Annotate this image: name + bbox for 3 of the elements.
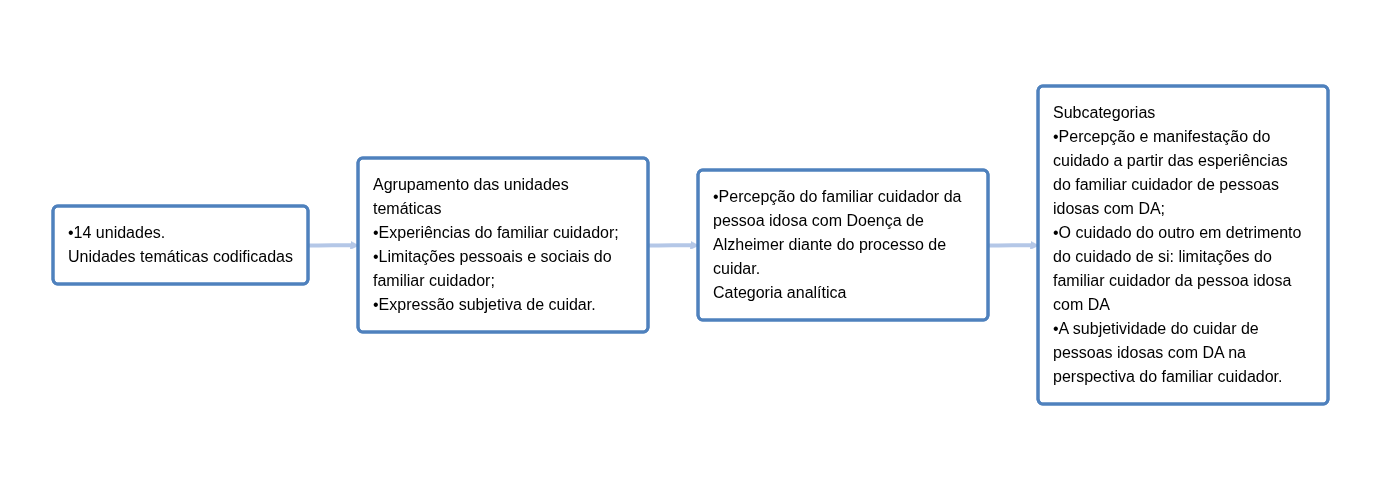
arrow [988, 240, 1039, 250]
arrow [648, 240, 699, 250]
arrow [308, 240, 359, 250]
